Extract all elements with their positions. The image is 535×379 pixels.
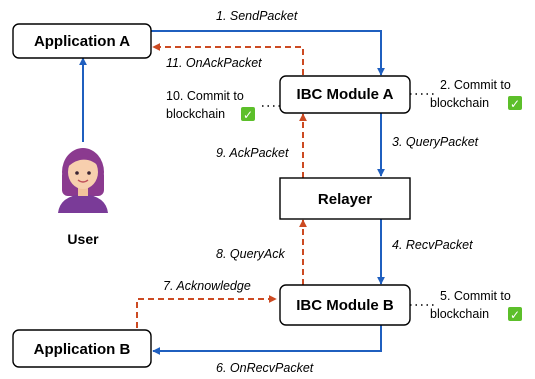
commit-note-10-line1: 10. Commit to bbox=[166, 89, 244, 103]
edge-send-packet bbox=[151, 30, 385, 76]
edge-acknowledge bbox=[136, 295, 277, 328]
edge-label-acknowledge: 7. Acknowledge bbox=[163, 279, 251, 293]
edge-label-query-packet: 3. QueryPacket bbox=[392, 135, 479, 149]
ibc-module-b-box bbox=[279, 284, 411, 326]
edge-label-on-recv-packet: 6. OnRecvPacket bbox=[216, 361, 314, 375]
edge-label-on-ack-packet: 11. OnAckPacket bbox=[166, 56, 262, 70]
commit-note-5-line1: 5. Commit to bbox=[440, 289, 511, 303]
svg-text:✓: ✓ bbox=[243, 108, 253, 122]
svg-text:✓: ✓ bbox=[510, 97, 520, 111]
edge-label-recv-packet: 4. RecvPacket bbox=[392, 238, 473, 252]
relayer-box bbox=[279, 177, 411, 220]
user-label: User bbox=[67, 231, 99, 247]
green-check-icon: ✓ bbox=[508, 96, 522, 111]
svg-text:✓: ✓ bbox=[510, 308, 520, 322]
application-a-box bbox=[12, 23, 152, 59]
application-a-label: Application A bbox=[34, 33, 130, 50]
commit-note-2-line2: blockchain bbox=[430, 96, 489, 110]
relayer-label: Relayer bbox=[318, 191, 372, 208]
edge-label-ack-packet: 9. AckPacket bbox=[216, 146, 289, 160]
user-avatar-icon bbox=[58, 148, 108, 213]
application-b-box bbox=[12, 329, 152, 368]
commit-note-2-line1: 2. Commit to bbox=[440, 78, 511, 92]
commit-note-5-line2: blockchain bbox=[430, 307, 489, 321]
commit-note-10-line2: blockchain bbox=[166, 107, 225, 121]
edge-on-recv-packet bbox=[152, 325, 382, 355]
ibc-module-b-label: IBC Module B bbox=[296, 297, 394, 314]
application-b-label: Application B bbox=[34, 341, 131, 358]
ibc-module-a-label: IBC Module A bbox=[297, 86, 394, 103]
ibc-module-a-box bbox=[279, 75, 411, 114]
edge-label-send-packet: 1. SendPacket bbox=[216, 9, 298, 23]
green-check-icon: ✓ bbox=[508, 307, 522, 322]
green-check-icon: ✓ bbox=[241, 107, 255, 122]
edge-label-query-ack: 8. QueryAck bbox=[216, 247, 286, 261]
